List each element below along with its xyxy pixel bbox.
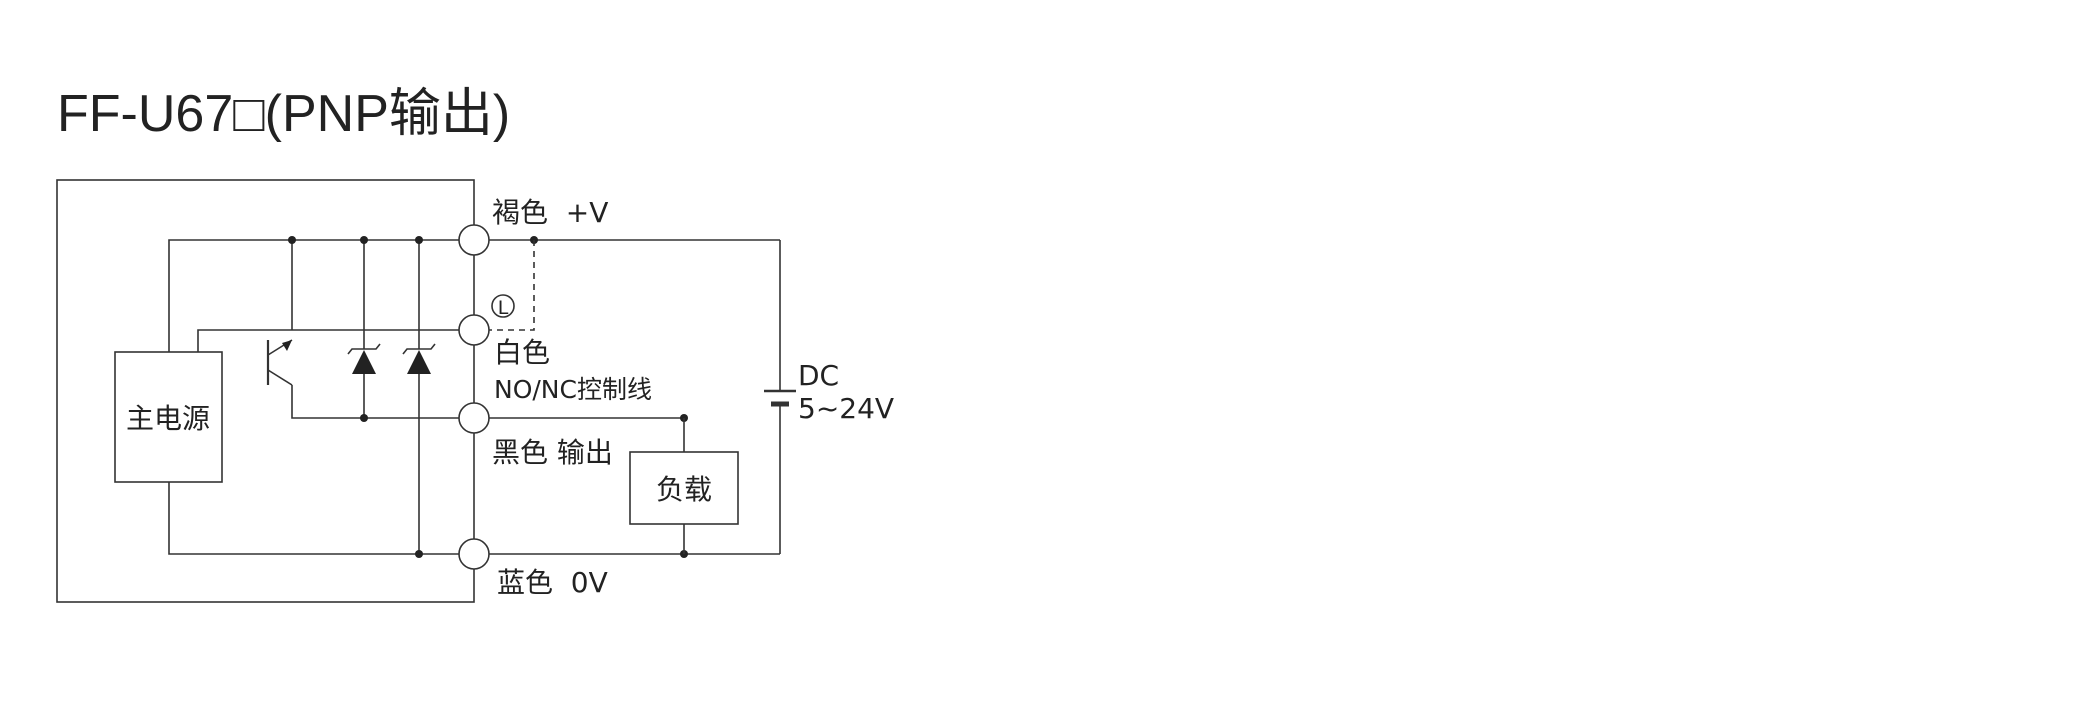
brown-terminal-label: 褐色 +V xyxy=(492,196,608,229)
junction-dot xyxy=(288,236,296,244)
black-terminal-label: 黑色 输出 xyxy=(492,436,613,469)
zener2-bar xyxy=(402,343,436,355)
zener1-body xyxy=(352,350,376,374)
terminal-black xyxy=(458,402,490,434)
supply-label: DC xyxy=(798,359,839,392)
marker-label: L xyxy=(498,297,509,319)
white-terminal-label: 白色 xyxy=(494,336,550,369)
positive-rail xyxy=(168,239,459,352)
zener2-body xyxy=(407,350,431,374)
terminal-white xyxy=(458,314,490,346)
sensor-enclosure xyxy=(56,179,475,603)
diagram-title: FF-U67□(PNP输出) xyxy=(57,85,510,143)
zero-volt-rail xyxy=(168,482,459,555)
junction-dot xyxy=(360,414,368,422)
junction-dot xyxy=(415,236,423,244)
optional-link-dashed xyxy=(489,240,535,331)
main-power-label: 主电源 xyxy=(126,402,210,435)
supply-range: 5~24V xyxy=(798,392,894,425)
output-wire xyxy=(291,385,459,419)
load-label: 负载 xyxy=(656,473,712,506)
terminal-brown xyxy=(458,224,490,256)
marker-circle xyxy=(491,294,515,318)
junction-dot xyxy=(415,550,423,558)
terminal-blue xyxy=(458,538,490,570)
transistor-collector xyxy=(267,369,293,386)
blue-terminal-label: 蓝色 0V xyxy=(497,566,608,599)
white-terminal-description: NO/NC控制线 xyxy=(494,375,652,404)
control-line-wire xyxy=(197,329,459,352)
junction-dot xyxy=(360,236,368,244)
zener1-bar xyxy=(347,343,381,355)
transistor-arrow xyxy=(282,340,292,351)
